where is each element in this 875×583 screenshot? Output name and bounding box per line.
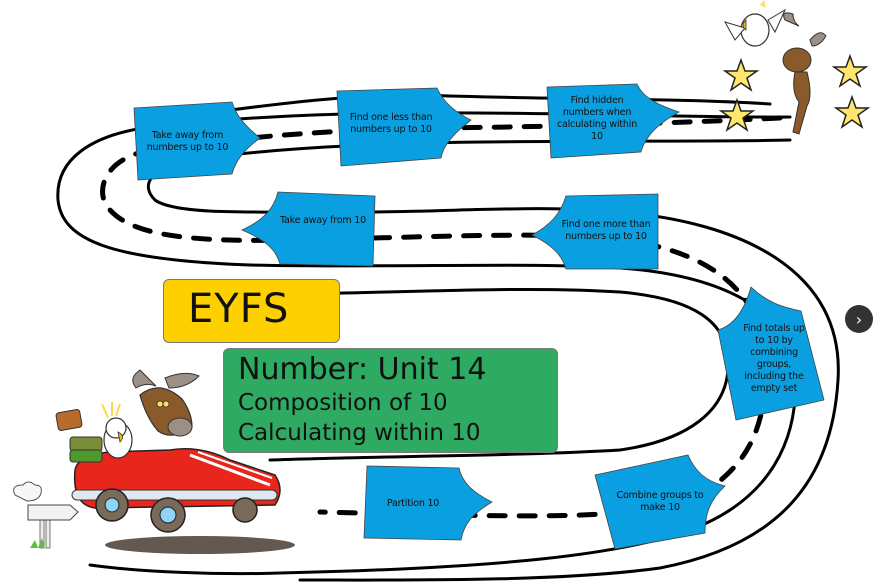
chevron-right-icon: ›	[855, 309, 863, 329]
unit-subtitle-2: Calculating within 10	[238, 420, 481, 446]
step-label: Partition 10	[386, 498, 440, 509]
step-sign-find-totals[interactable]: Find totals up to 10 by combining groups…	[716, 285, 828, 423]
step-label: Combine groups to make 10	[616, 490, 704, 513]
step-sign-take-away-from-numbers[interactable]: Take away from numbers up to 10	[132, 100, 264, 182]
step-sign-take-away-from-10[interactable]: Take away from 10	[240, 188, 378, 268]
sign-arrow-shape	[717, 286, 825, 421]
step-sign-partition-10[interactable]: Partition 10	[363, 464, 496, 544]
step-sign-combine-groups[interactable]: Combine groups to make 10	[593, 453, 728, 551]
step-sign-find-one-more[interactable]: Find one more than numbers up to 10	[530, 193, 660, 271]
step-label: Find totals up to 10 by combining groups…	[743, 323, 805, 394]
road-outer-edge	[56, 111, 798, 576]
stage-badge: EYFS	[163, 279, 340, 343]
step-label: Find one less than numbers up to 10	[349, 112, 433, 135]
step-label: Find hidden numbers when calculating wit…	[556, 95, 638, 142]
step-sign-find-hidden-numbers[interactable]: Find hidden numbers when calculating wit…	[545, 82, 685, 162]
sign-arrow-shape	[363, 465, 493, 541]
unit-title-card: Number: Unit 14 Composition of 10 Calcul…	[223, 348, 558, 453]
sign-arrow-shape	[594, 454, 726, 550]
sign-arrow-shape	[546, 83, 680, 159]
sign-arrow-shape	[133, 101, 261, 181]
step-label: Take away from numbers up to 10	[146, 130, 229, 153]
step-label: Take away from 10	[280, 215, 366, 226]
sign-arrow-shape	[531, 193, 659, 270]
step-label: Find one more than numbers up to 10	[561, 219, 651, 242]
next-slide-button[interactable]: ›	[845, 305, 873, 333]
step-sign-find-one-less[interactable]: Find one less than numbers up to 10	[333, 86, 475, 170]
stage-label: EYFS	[188, 286, 290, 332]
sign-arrow-shape	[240, 191, 376, 267]
unit-title: Number: Unit 14	[238, 352, 487, 387]
unit-subtitle-1: Composition of 10	[238, 390, 448, 416]
sign-arrow-shape	[336, 87, 472, 167]
